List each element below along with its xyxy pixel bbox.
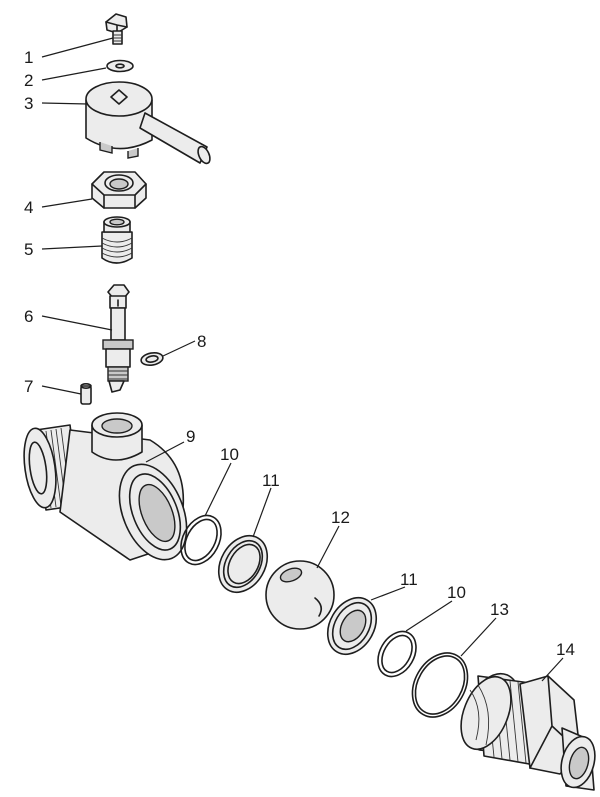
callout-2: 2 (24, 71, 33, 90)
callout-11-right: 11 (400, 570, 418, 589)
part-3-handle (85, 81, 211, 165)
part-14-union-fitting (460, 672, 596, 791)
callout-1: 1 (24, 48, 33, 67)
callout-10-left: 10 (220, 445, 239, 464)
part-4-hex-nut (91, 171, 147, 209)
callout-12: 12 (331, 508, 350, 527)
callout-10-right: 10 (447, 583, 466, 602)
part-12-ball (265, 560, 335, 630)
callout-6: 6 (24, 307, 33, 326)
part-8-retaining-ring (140, 351, 164, 367)
part-1-bolt (105, 13, 128, 45)
callout-8: 8 (197, 332, 206, 351)
part-10-ring-left (180, 514, 222, 566)
callout-11-left: 11 (262, 471, 280, 490)
callout-13: 13 (490, 600, 509, 619)
callout-7: 7 (24, 377, 33, 396)
part-10-ring-right (377, 630, 417, 678)
part-2-washer (106, 59, 134, 73)
leader-lines (41, 37, 564, 682)
callout-labels: 1 2 3 4 5 6 7 8 9 10 11 12 11 10 13 14 (24, 48, 575, 659)
callout-5: 5 (24, 240, 33, 259)
callout-3: 3 (24, 94, 33, 113)
callout-14: 14 (556, 640, 575, 659)
part-11-seat-right (326, 596, 378, 656)
callout-9: 9 (186, 427, 195, 446)
part-7-pin (80, 382, 92, 405)
part-5-threaded-gland (101, 216, 133, 264)
part-13-o-ring (411, 652, 469, 718)
part-6-stem (102, 284, 134, 393)
callout-4: 4 (24, 198, 33, 217)
part-9-valve-body (23, 412, 188, 561)
part-11-seat-left (217, 534, 269, 594)
